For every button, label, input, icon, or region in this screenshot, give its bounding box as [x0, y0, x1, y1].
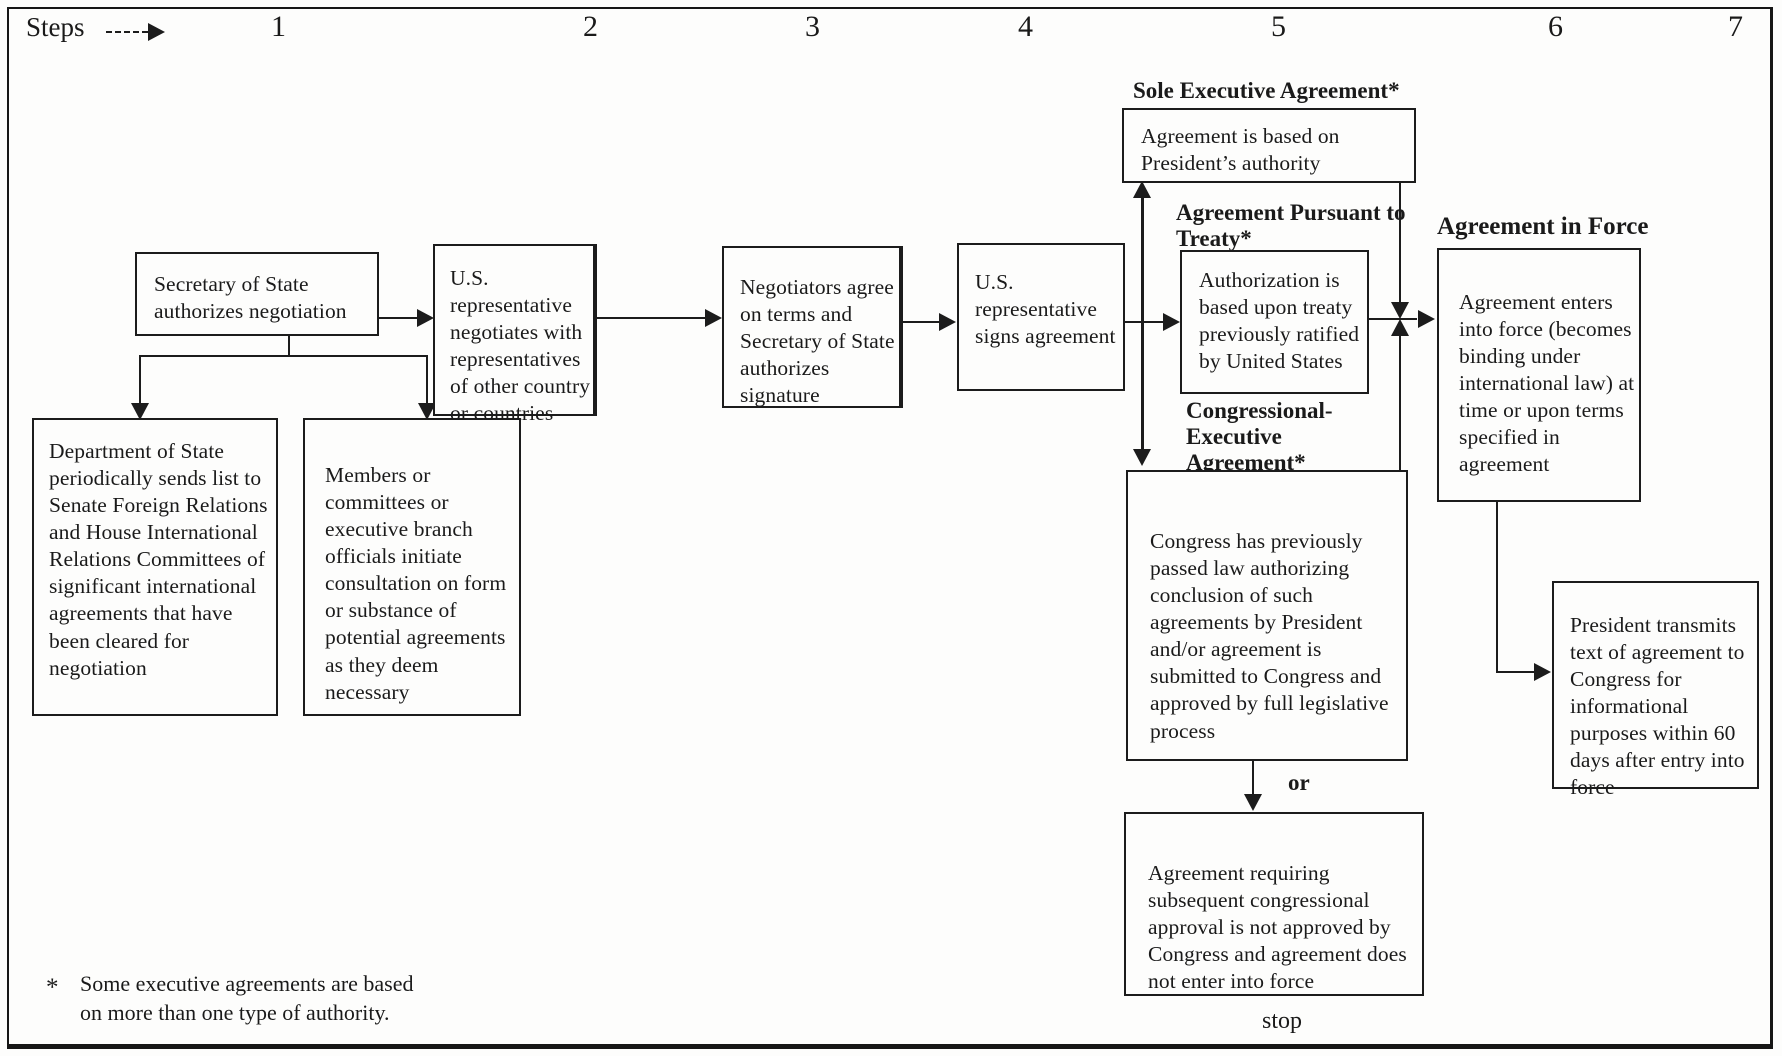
box-negotiators-agree: Negotiators agree on terms and Secretary… — [722, 246, 903, 408]
box-usrep-signs: U.S. representative signs agreement — [957, 243, 1125, 391]
step-number-1: 1 — [271, 10, 286, 43]
steps-label: Steps — [26, 12, 85, 42]
step-number-3: 3 — [805, 10, 820, 43]
arrow-soleexec-join-icon — [1391, 302, 1409, 319]
box-not-approved: Agreement requiring subsequent congressi… — [1124, 812, 1424, 996]
label-congressional-executive: Congressional-Executive Agreement* — [1186, 398, 1333, 475]
connector-soleexec-down-line — [1399, 183, 1401, 303]
arrow-to-inforce-icon — [1418, 310, 1435, 328]
arrow-to-usrep-icon — [417, 309, 434, 327]
steps-arrow-icon — [148, 23, 165, 41]
box-members-consultation: Members or committees or executive branc… — [303, 418, 521, 716]
arrow-up-sole-executive-icon — [1133, 181, 1151, 198]
label-sole-executive: Sole Executive Agreement* — [1133, 78, 1400, 103]
connector-to-dept-line — [139, 355, 141, 405]
label-pursuant-treaty: Agreement Pursuant to Treaty* — [1176, 200, 1406, 251]
arrow-to-transmits-icon — [1534, 663, 1551, 681]
step-number-2: 2 — [583, 10, 598, 43]
arrow-to-treaty-icon — [1163, 313, 1180, 331]
arrow-congressional-join-icon — [1391, 319, 1409, 336]
connector-congress-down-line — [1252, 761, 1254, 796]
connector-usrep-to-negotiators — [597, 317, 709, 319]
box-congressional-executive: Congress has previously passed law autho… — [1126, 470, 1408, 761]
step-number-4: 4 — [1018, 10, 1033, 43]
label-stop: stop — [1262, 1008, 1303, 1034]
step-number-7: 7 — [1728, 10, 1743, 43]
connector-three-paths-line — [1141, 196, 1144, 452]
footnote-text: Some executive agreements are based on m… — [80, 971, 414, 1025]
connector-negotiators-to-signs — [903, 321, 943, 323]
box-secretary-authorizes: Secretary of State authorizes negotiatio… — [135, 252, 379, 336]
box-usrep-negotiates: U.S. representative negotiates with repr… — [433, 244, 597, 425]
label-or: or — [1288, 770, 1310, 795]
connector-signs-to-treaty — [1125, 321, 1165, 323]
connector-to-members-line — [426, 355, 428, 405]
steps-arrow-shaft — [106, 31, 148, 33]
arrow-to-notapproved-icon — [1244, 794, 1262, 811]
page-border-frame — [7, 7, 1773, 1049]
connector-congressional-up-line — [1399, 336, 1401, 470]
arrow-to-members-icon — [418, 403, 436, 420]
connector-secretary-to-usrep — [379, 317, 421, 319]
arrow-to-dept-icon — [131, 403, 149, 420]
connector-elbow-to-transmits — [1496, 671, 1538, 673]
arrow-to-signs-icon — [939, 313, 956, 331]
arrow-down-congressional-icon — [1133, 449, 1151, 466]
connector-secretary-split-bar — [139, 355, 428, 357]
connector-secretary-split-stub — [288, 336, 290, 356]
box-dept-of-state: Department of State periodically sends l… — [32, 418, 278, 716]
step-number-6: 6 — [1548, 10, 1563, 43]
footnote-asterisk: * — [46, 974, 59, 1001]
box-agreement-in-force: Agreement enters into force (becomes bin… — [1437, 248, 1641, 502]
box-sole-executive: Agreement is based on President’s author… — [1122, 108, 1416, 183]
connector-inforce-down-line — [1496, 502, 1498, 673]
arrow-to-negotiators-icon — [705, 309, 722, 327]
box-president-transmits: President transmits text of agreement to… — [1552, 581, 1759, 799]
box-pursuant-treaty: Authorization is based upon treaty previ… — [1180, 250, 1369, 394]
label-agreement-in-force: Agreement in Force — [1437, 213, 1649, 240]
step-number-5: 5 — [1271, 10, 1286, 43]
